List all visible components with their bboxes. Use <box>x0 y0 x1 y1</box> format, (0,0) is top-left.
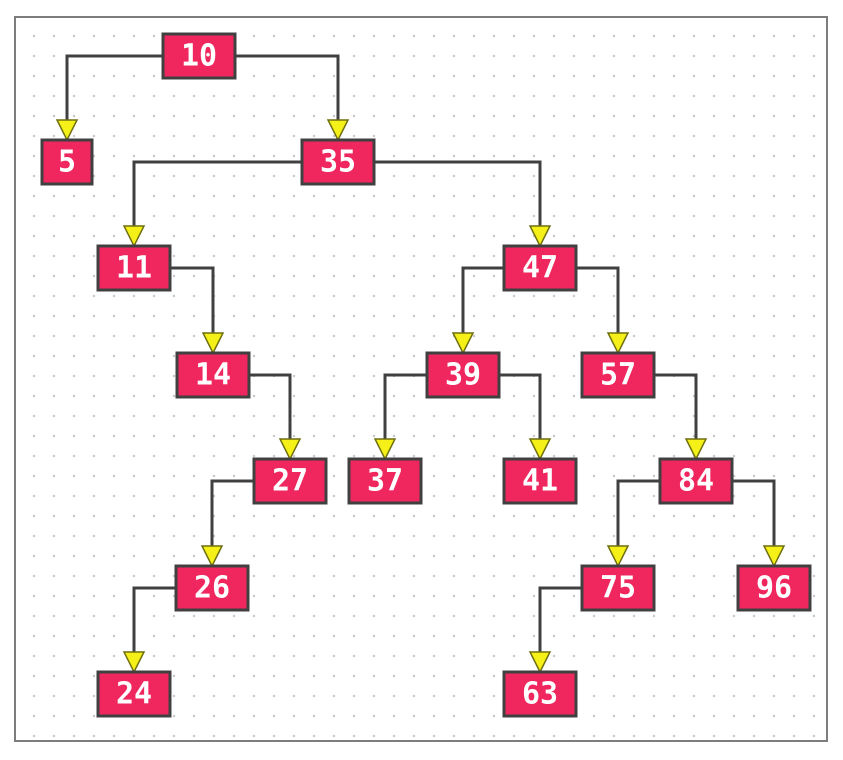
node-63: 63 <box>502 670 578 718</box>
node-5: 5 <box>40 138 94 186</box>
arrowhead-75-63 <box>528 651 552 674</box>
node-label-41: 41 <box>522 464 558 499</box>
node-box-5 <box>40 138 94 186</box>
arrowhead-26-24 <box>122 651 146 674</box>
edge-26-24 <box>132 586 176 654</box>
node-box-39 <box>425 351 501 399</box>
node-label-14: 14 <box>195 358 231 393</box>
edge-47-57 <box>576 266 620 335</box>
node-10: 10 <box>161 32 237 80</box>
edge-10-35 <box>235 54 340 122</box>
arrowhead-14-27 <box>278 438 302 461</box>
node-96: 96 <box>736 564 812 612</box>
node-box-35 <box>300 138 376 186</box>
node-label-75: 75 <box>600 571 636 606</box>
node-label-10: 10 <box>181 39 217 74</box>
node-label-84: 84 <box>678 464 714 499</box>
node-box-24 <box>96 670 172 718</box>
node-label-37: 37 <box>367 464 403 499</box>
arrowhead-10-35 <box>326 119 350 142</box>
arrowhead-84-75 <box>606 545 630 568</box>
edge-57-84 <box>654 373 698 441</box>
edge-10-5 <box>65 54 163 122</box>
node-box-63 <box>502 670 578 718</box>
node-box-41 <box>502 457 578 505</box>
edge-84-96 <box>732 479 776 548</box>
node-11: 11 <box>96 244 172 292</box>
node-label-11: 11 <box>116 251 152 286</box>
arrowhead-57-84 <box>684 438 708 461</box>
arrowhead-10-5 <box>55 119 79 142</box>
edge-14-27 <box>249 373 292 441</box>
edges-layer <box>55 54 786 674</box>
node-box-27 <box>252 457 328 505</box>
node-box-47 <box>502 244 578 292</box>
node-label-47: 47 <box>522 251 558 286</box>
node-label-5: 5 <box>58 145 76 180</box>
node-84: 84 <box>658 457 734 505</box>
node-47: 47 <box>502 244 578 292</box>
node-box-57 <box>580 351 656 399</box>
node-label-26: 26 <box>194 571 230 606</box>
node-57: 57 <box>580 351 656 399</box>
arrowhead-39-41 <box>528 438 552 461</box>
node-box-75 <box>580 564 656 612</box>
node-14: 14 <box>175 351 251 399</box>
arrowhead-35-47 <box>528 225 552 248</box>
node-label-96: 96 <box>756 571 792 606</box>
edge-11-14 <box>170 266 215 335</box>
node-label-57: 57 <box>600 358 636 393</box>
node-37: 37 <box>347 457 423 505</box>
node-24: 24 <box>96 670 172 718</box>
node-box-96 <box>736 564 812 612</box>
edge-35-47 <box>374 160 542 228</box>
edge-39-37 <box>383 373 427 441</box>
node-box-14 <box>175 351 251 399</box>
edge-39-41 <box>499 373 542 441</box>
node-26: 26 <box>174 564 250 612</box>
diagram-frame <box>14 16 828 742</box>
arrowhead-11-14 <box>201 332 225 355</box>
arrowhead-39-37 <box>373 438 397 461</box>
node-label-63: 63 <box>522 677 558 712</box>
arrowhead-84-96 <box>762 545 786 568</box>
edge-75-63 <box>538 586 582 654</box>
node-label-27: 27 <box>272 464 308 499</box>
node-box-26 <box>174 564 250 612</box>
node-box-84 <box>658 457 734 505</box>
arrowhead-47-39 <box>451 332 475 355</box>
edge-35-11 <box>132 160 302 228</box>
node-75: 75 <box>580 564 656 612</box>
node-label-24: 24 <box>116 677 152 712</box>
nodes-layer: 10 5 35 11 47 14 39 57 27 37 41 84 26 75 96 24 63 <box>40 32 812 718</box>
node-box-11 <box>96 244 172 292</box>
edge-47-39 <box>461 266 504 335</box>
arrowhead-27-26 <box>200 545 224 568</box>
node-41: 41 <box>502 457 578 505</box>
edge-84-75 <box>616 479 660 548</box>
node-box-10 <box>161 32 237 80</box>
arrowhead-35-11 <box>122 225 146 248</box>
node-35: 35 <box>300 138 376 186</box>
node-label-39: 39 <box>445 358 481 393</box>
edge-27-26 <box>210 479 254 548</box>
node-39: 39 <box>425 351 501 399</box>
arrowhead-47-57 <box>606 332 630 355</box>
node-label-35: 35 <box>320 145 356 180</box>
node-27: 27 <box>252 457 328 505</box>
node-box-37 <box>347 457 423 505</box>
